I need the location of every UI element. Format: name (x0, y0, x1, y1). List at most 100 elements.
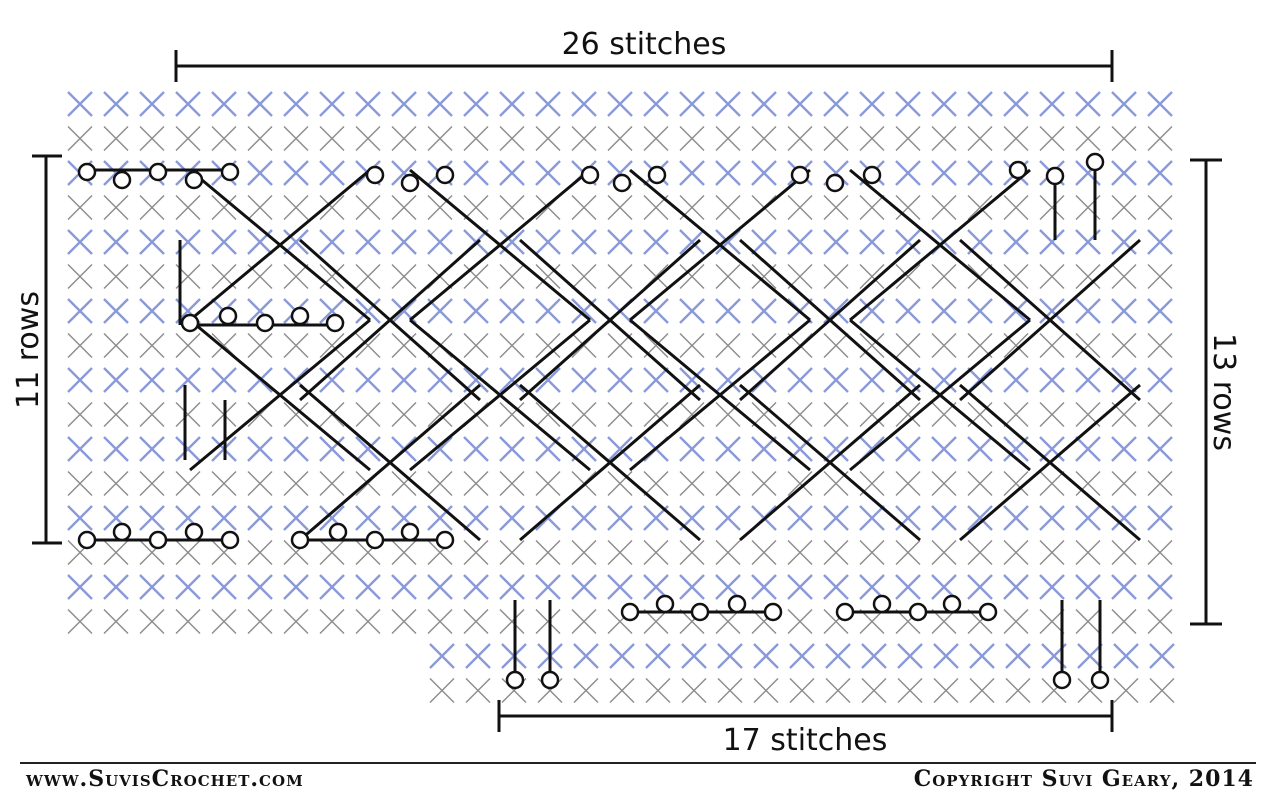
sc-blue-cross (715, 229, 741, 255)
sc-grey-cross (1075, 126, 1101, 151)
sc-grey-cross (319, 471, 345, 496)
sc-grey-cross (571, 264, 597, 289)
chain-circle (505, 670, 525, 690)
sc-blue-cross (67, 436, 93, 462)
sc-grey-cross (607, 264, 633, 289)
sc-blue-cross (535, 91, 561, 117)
sc-grey-cross (571, 126, 597, 151)
sc-blue-cross (67, 574, 93, 600)
sc-blue-cross (679, 367, 705, 393)
sc-grey-cross (751, 333, 777, 358)
sc-grey-cross (427, 402, 453, 427)
sc-blue-cross (825, 643, 851, 669)
sc-grey-cross (175, 609, 201, 634)
sc-grey-cross (933, 678, 959, 703)
sc-grey-cross (67, 195, 93, 220)
sc-grey-cross (499, 471, 525, 496)
sc-blue-cross (787, 229, 813, 255)
sc-blue-cross (1039, 229, 1065, 255)
chain-circle (325, 313, 345, 333)
sc-blue-cross (247, 91, 273, 117)
chain-circle (647, 165, 667, 185)
sc-grey-cross (825, 678, 851, 703)
sc-grey-cross (787, 471, 813, 496)
sc-grey-cross (715, 333, 741, 358)
cable-crossing (849, 318, 1031, 472)
sc-grey-cross (715, 126, 741, 151)
sc-blue-cross (571, 505, 597, 531)
sc-grey-cross (499, 126, 525, 151)
sc-grey-cross (1075, 264, 1101, 289)
chain-circle (184, 170, 204, 190)
sc-blue-cross (283, 574, 309, 600)
sc-blue-cross (427, 229, 453, 255)
sc-blue-cross (751, 91, 777, 117)
sc-grey-cross (1039, 609, 1065, 634)
sc-blue-cross (1075, 367, 1101, 393)
sc-blue-cross (355, 367, 381, 393)
sc-grey-cross (103, 126, 129, 151)
cable-crossing (409, 168, 591, 322)
left-height-label: 11 rows (11, 291, 46, 409)
sc-blue-cross (463, 505, 489, 531)
sc-grey-cross (897, 678, 923, 703)
sc-blue-cross (139, 229, 165, 255)
sc-grey-cross (1147, 126, 1173, 151)
sc-blue-cross (355, 505, 381, 531)
sc-grey-cross (571, 195, 597, 220)
sc-grey-cross (823, 264, 849, 289)
sc-blue-cross (1147, 229, 1173, 255)
sc-grey-cross (1039, 264, 1065, 289)
sc-blue-cross (1075, 574, 1101, 600)
sc-blue-cross (1147, 367, 1173, 393)
sc-blue-cross (499, 436, 525, 462)
sc-blue-cross (499, 160, 525, 186)
website-link[interactable]: www.SuvisCrochet.com (26, 766, 304, 792)
sc-blue-cross (751, 160, 777, 186)
sc-grey-cross (679, 333, 705, 358)
cable-crossing (739, 238, 921, 402)
sc-grey-cross (283, 471, 309, 496)
chain-circle (620, 602, 640, 622)
top-dimension: 26 stitches (174, 27, 1114, 82)
sc-grey-cross (571, 609, 597, 634)
cable-crossing (629, 168, 811, 322)
sc-blue-cross (139, 91, 165, 117)
sc-grey-cross (427, 126, 453, 151)
sc-blue-cross (931, 160, 957, 186)
chain-circle (1085, 152, 1105, 172)
sc-blue-cross (607, 229, 633, 255)
sc-blue-cross (319, 436, 345, 462)
sc-grey-cross (1039, 195, 1065, 220)
sc-blue-cross (967, 298, 993, 324)
chain-circle (148, 530, 168, 550)
sc-grey-cross (717, 678, 743, 703)
sc-grey-cross (319, 195, 345, 220)
sc-blue-cross (787, 436, 813, 462)
sc-grey-cross (391, 471, 417, 496)
sc-grey-cross (1075, 333, 1101, 358)
sc-grey-cross (391, 609, 417, 634)
sc-blue-cross (319, 91, 345, 117)
right-dimension: 13 rows (1190, 158, 1241, 626)
sc-grey-cross (715, 195, 741, 220)
sc-blue-cross (1111, 574, 1137, 600)
sc-blue-cross (1075, 91, 1101, 117)
bottom-width-label: 17 stitches (723, 723, 888, 758)
sc-blue-cross (355, 91, 381, 117)
sc-blue-cross (679, 298, 705, 324)
sc-blue-cross (211, 91, 237, 117)
sc-grey-cross (283, 126, 309, 151)
sc-blue-cross (427, 574, 453, 600)
sc-grey-cross (247, 195, 273, 220)
sc-grey-cross (139, 402, 165, 427)
sc-grey-cross (607, 402, 633, 427)
sc-blue-cross (1147, 505, 1173, 531)
chain-circle (400, 173, 420, 193)
sc-grey-cross (67, 126, 93, 151)
sc-grey-cross (1147, 540, 1173, 565)
sc-blue-cross (499, 367, 525, 393)
sc-grey-cross (1039, 471, 1065, 496)
sc-grey-cross (175, 195, 201, 220)
sc-blue-cross (1111, 436, 1137, 462)
